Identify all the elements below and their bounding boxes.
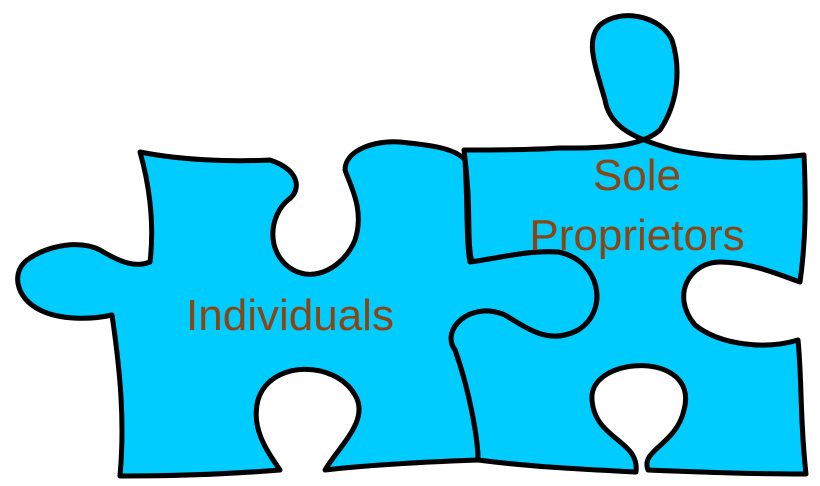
label-proprietors: Proprietors (529, 211, 744, 260)
puzzle-piece-individuals (15, 139, 600, 479)
label-individuals: Individuals (186, 291, 394, 340)
label-sole: Sole (593, 151, 681, 200)
